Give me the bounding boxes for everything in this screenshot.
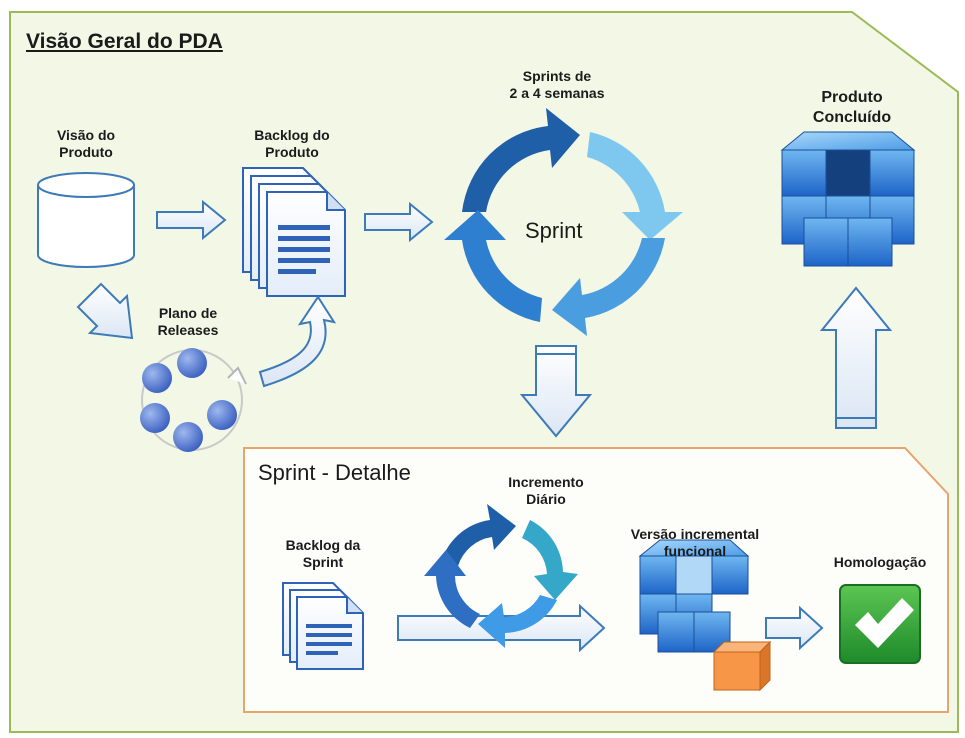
label-visao-produto: Visão do Produto: [56, 127, 116, 160]
sprint-detail-title: Sprint - Detalhe: [258, 460, 411, 485]
document-stack-icon: [282, 582, 364, 670]
arrow-right-icon: [156, 199, 227, 241]
incremental-cube-icon: [638, 539, 772, 692]
release-cycle-icon: [140, 348, 247, 452]
daily-cycle-icon: [424, 504, 578, 648]
arrow-right-icon: [364, 201, 434, 243]
sprint-cycle-icon: [444, 108, 683, 336]
label-sprints-duracao: Sprints de 2 a 4 semanas: [509, 68, 605, 101]
sprint-detail-panel: [243, 447, 949, 713]
check-icon: [839, 584, 921, 664]
label-incremento-diario: Incremento Diário: [508, 474, 584, 507]
arrow-up-icon: [819, 286, 893, 429]
cube-cluster-icon: [780, 131, 916, 267]
label-sprint: Sprint: [525, 218, 583, 243]
label-versao-incremental: Versão incremental funcional: [630, 526, 760, 559]
label-homologacao: Homologação: [833, 554, 927, 570]
database-icon: [37, 172, 135, 268]
document-stack-icon: [242, 167, 346, 297]
label-produto-concluido: Produto Concluído: [812, 89, 892, 126]
curved-arrow-icon: [258, 295, 337, 388]
label-backlog-produto: Backlog do Produto: [254, 127, 330, 160]
label-plano-releases: Plano de Releases: [157, 305, 219, 338]
arrow-down-icon: [519, 345, 593, 438]
arrow-right-icon: [765, 605, 824, 651]
arrow-diagonal-icon: [76, 282, 134, 340]
label-backlog-sprint: Backlog da Sprint: [285, 537, 361, 570]
page-title: Visão Geral do PDA: [26, 30, 223, 53]
